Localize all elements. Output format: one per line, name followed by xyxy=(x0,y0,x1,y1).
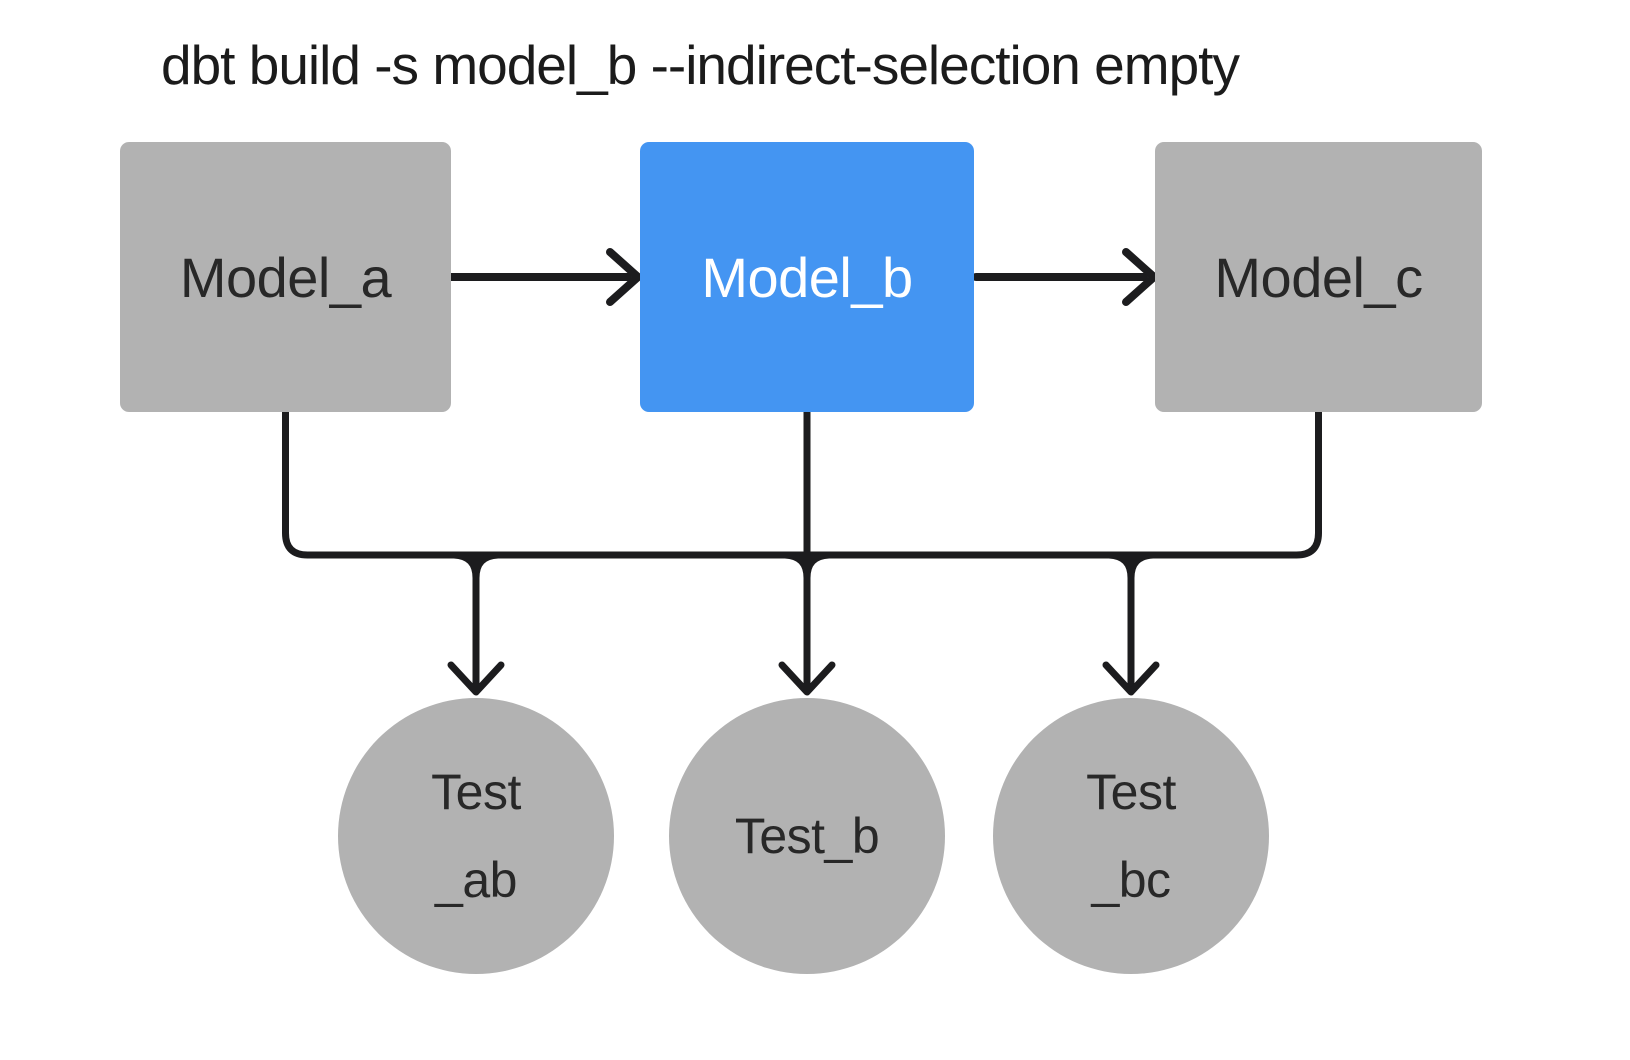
node-test-bc: Test _bc xyxy=(993,698,1269,974)
node-label: Model_c xyxy=(1214,245,1423,309)
arrowhead-down-icon xyxy=(778,661,836,696)
node-label-line: Test xyxy=(1086,764,1176,820)
node-label: Model_b xyxy=(701,245,913,309)
arrowhead-right-icon xyxy=(1122,248,1158,306)
arrowhead-down-icon xyxy=(447,661,505,696)
node-label-line: Test_b xyxy=(734,808,880,864)
node-model-a: Model_a xyxy=(120,142,451,412)
node-label-line: Test xyxy=(431,764,521,820)
edge-bus-models-to-tests xyxy=(282,408,1322,559)
arrowhead-down-icon xyxy=(1102,661,1160,696)
node-label-line: _ab xyxy=(435,852,517,908)
node-label: Model_a xyxy=(179,245,392,309)
node-model-b-selected: Model_b xyxy=(640,142,974,412)
node-label-line: _bc xyxy=(1091,852,1171,908)
node-model-c: Model_c xyxy=(1155,142,1482,412)
node-test-ab: Test _ab xyxy=(338,698,614,974)
node-test-b: Test_b xyxy=(669,698,945,974)
arrowhead-right-icon xyxy=(606,248,642,306)
page-title: dbt build -s model_b --indirect-selectio… xyxy=(161,34,1240,96)
